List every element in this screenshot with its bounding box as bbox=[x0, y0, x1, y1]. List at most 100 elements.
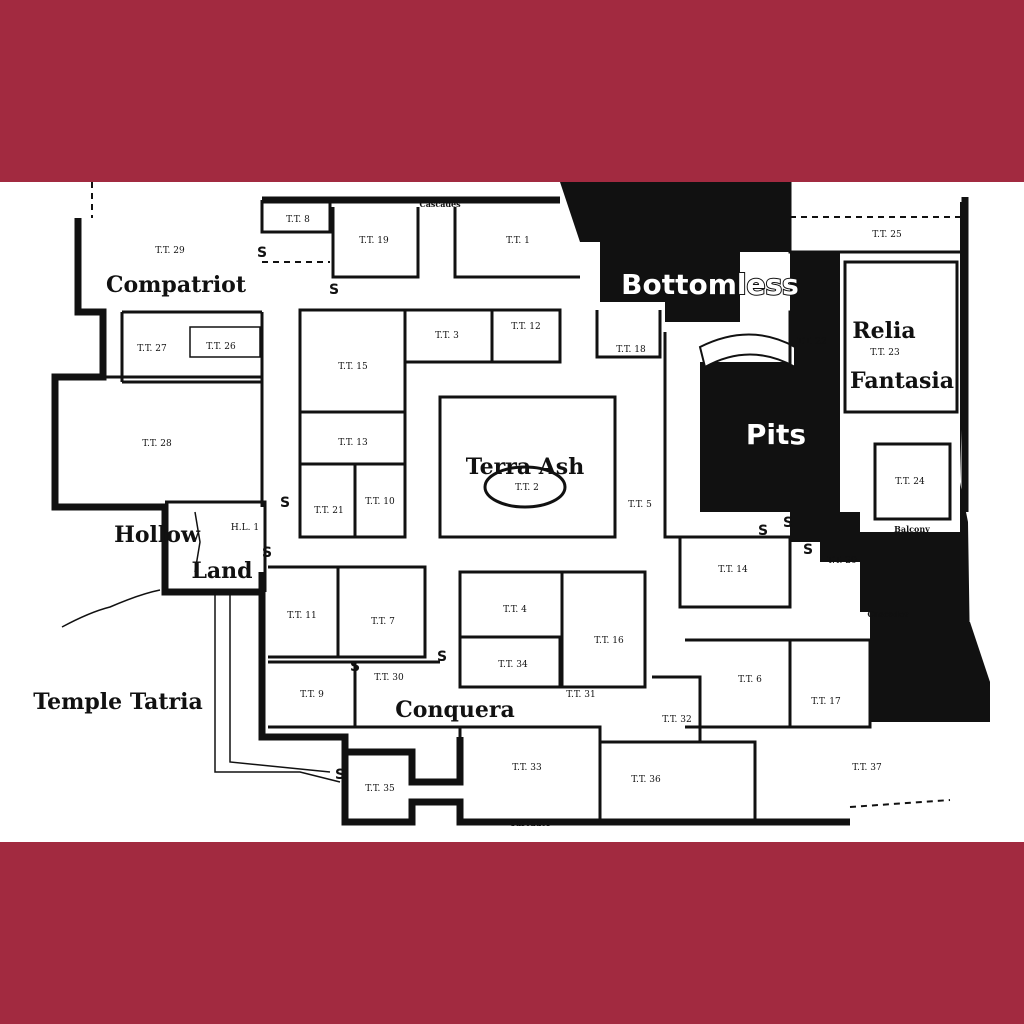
tt8-room bbox=[260, 200, 332, 234]
area-compatriot: Compatriot bbox=[106, 272, 247, 298]
room-tt36: T.T. 36 bbox=[631, 775, 661, 785]
area-fantasia: Fantasia bbox=[850, 368, 954, 394]
tt6-room bbox=[685, 638, 792, 729]
pit-rim bbox=[698, 333, 796, 369]
tt1-room bbox=[453, 207, 580, 279]
room-tt6: T.T. 6 bbox=[738, 675, 762, 685]
room-tt2: T.T. 2 bbox=[515, 483, 539, 493]
cascades-right: Cascades bbox=[867, 609, 909, 619]
area-pits: Pits bbox=[746, 418, 806, 451]
room-tt10: T.T. 10 bbox=[365, 497, 395, 507]
room-tt19: T.T. 19 bbox=[359, 236, 389, 246]
room-tt13: T.T. 13 bbox=[338, 438, 368, 448]
secret-door-marker: S bbox=[783, 515, 793, 531]
pit-opening bbox=[700, 362, 800, 512]
room-tt34: T.T. 34 bbox=[498, 660, 528, 670]
room-tt29: T.T. 29 bbox=[155, 246, 185, 256]
room-tt24: T.T. 24 bbox=[895, 477, 925, 487]
room-tt9: T.T. 9 bbox=[300, 690, 324, 700]
room-tt32: T.T. 32 bbox=[662, 715, 691, 725]
bottom-border bbox=[0, 842, 1024, 1024]
tt35-wall bbox=[345, 737, 464, 786]
room-tt25: T.T. 25 bbox=[872, 230, 902, 240]
secret-door-marker: S bbox=[335, 767, 345, 783]
tt15-block bbox=[298, 308, 407, 539]
balcony-label: Balcony bbox=[894, 524, 930, 534]
room-tt26: T.T. 26 bbox=[206, 342, 236, 352]
cascades-bottom: Cascades bbox=[509, 818, 551, 828]
room-tt22: T.T. 22 bbox=[797, 337, 826, 347]
room-tt1: T.T. 1 bbox=[506, 236, 530, 246]
hollow-land-wall bbox=[165, 500, 267, 592]
cascades-top: Cascades bbox=[419, 199, 461, 209]
room-tt16: T.T. 16 bbox=[594, 636, 624, 646]
room-tt21: T.T. 21 bbox=[314, 506, 343, 516]
secret-door-marker: S bbox=[758, 523, 768, 539]
tt24-room bbox=[873, 442, 952, 521]
tt2-dais bbox=[483, 465, 567, 509]
room-tt33: T.T. 33 bbox=[512, 763, 542, 773]
outer-wall-bottom bbox=[258, 572, 850, 826]
room-tt35: T.T. 35 bbox=[365, 784, 395, 794]
compatriot-wall bbox=[120, 310, 264, 384]
room-tt11: T.T. 11 bbox=[287, 611, 316, 621]
tt11-tt7 bbox=[268, 565, 427, 659]
room-tt20: T.T. 20 bbox=[827, 556, 857, 566]
secret-door-markers: S S S S S S S S S S bbox=[257, 245, 813, 783]
area-terra-ash: Terra Ash bbox=[466, 454, 584, 480]
tt34-room bbox=[460, 635, 562, 687]
secret-door-marker: S bbox=[329, 282, 339, 298]
tt19-room bbox=[331, 207, 420, 279]
outer-wall-left bbox=[51, 218, 265, 596]
area-conquera: Conquera bbox=[395, 697, 514, 723]
room-tt12: T.T. 12 bbox=[511, 322, 540, 332]
tt36-room bbox=[600, 740, 757, 822]
tt2-chamber bbox=[438, 395, 617, 539]
room-tt4: T.T. 4 bbox=[503, 605, 527, 615]
room-tt30: T.T. 30 bbox=[374, 673, 404, 683]
room-tt23: T.T. 23 bbox=[870, 348, 900, 358]
room-tt15: T.T. 15 bbox=[338, 362, 368, 372]
secret-door-marker: S bbox=[280, 495, 290, 511]
tt26-hall bbox=[189, 326, 261, 358]
secret-door-marker: S bbox=[437, 649, 447, 665]
secret-door-marker: S bbox=[262, 545, 272, 561]
room-tt14: T.T. 14 bbox=[718, 565, 748, 575]
top-border bbox=[0, 0, 1024, 182]
tt5-wall bbox=[663, 332, 680, 539]
area-relia: Relia bbox=[852, 318, 915, 344]
secret-door-marker: S bbox=[257, 245, 267, 261]
secret-door-marker: S bbox=[803, 542, 813, 558]
room-tt8: T.T. 8 bbox=[286, 215, 310, 225]
tt23-hall bbox=[843, 260, 959, 414]
room-hl1: H.L. 1 bbox=[231, 523, 259, 533]
dungeon-map: Compatriot Hollow Land Temple Tatria Ter… bbox=[0, 182, 1024, 842]
area-land: Land bbox=[191, 558, 252, 584]
room-tt37: T.T. 37 bbox=[852, 763, 882, 773]
room-tt7: T.T. 7 bbox=[371, 617, 395, 627]
room-labels: T.T. 1 T.T. 2 T.T. 3 T.T. 4 T.T. 5 T.T. … bbox=[137, 215, 925, 794]
secret-door-marker: S bbox=[350, 659, 360, 675]
tt33-room bbox=[460, 725, 602, 822]
room-tt28: T.T. 28 bbox=[142, 439, 172, 449]
lower-chasm bbox=[870, 622, 990, 722]
room-tt18: T.T. 18 bbox=[616, 345, 646, 355]
room-tt27: T.T. 27 bbox=[137, 344, 167, 354]
tt14-room bbox=[678, 535, 792, 609]
area-temple-tatria: Temple Tatria bbox=[33, 689, 202, 715]
tt37-dash bbox=[849, 799, 951, 808]
tt22-room bbox=[788, 310, 837, 379]
tt3-tt12 bbox=[405, 308, 562, 364]
tt17-room bbox=[790, 638, 872, 729]
room-tt3: T.T. 3 bbox=[435, 331, 459, 341]
area-bottomless: Bottomless bbox=[621, 268, 799, 301]
area-hollow: Hollow bbox=[114, 522, 201, 548]
tt25-room bbox=[788, 182, 960, 254]
room-tt5: T.T. 5 bbox=[628, 500, 652, 510]
room-tt17: T.T. 17 bbox=[811, 697, 841, 707]
tt28-hall bbox=[60, 375, 264, 507]
tt18-room bbox=[595, 310, 662, 359]
stream bbox=[61, 511, 341, 783]
tt9-room bbox=[268, 660, 357, 729]
room-tt31: T.T. 31 bbox=[566, 690, 595, 700]
